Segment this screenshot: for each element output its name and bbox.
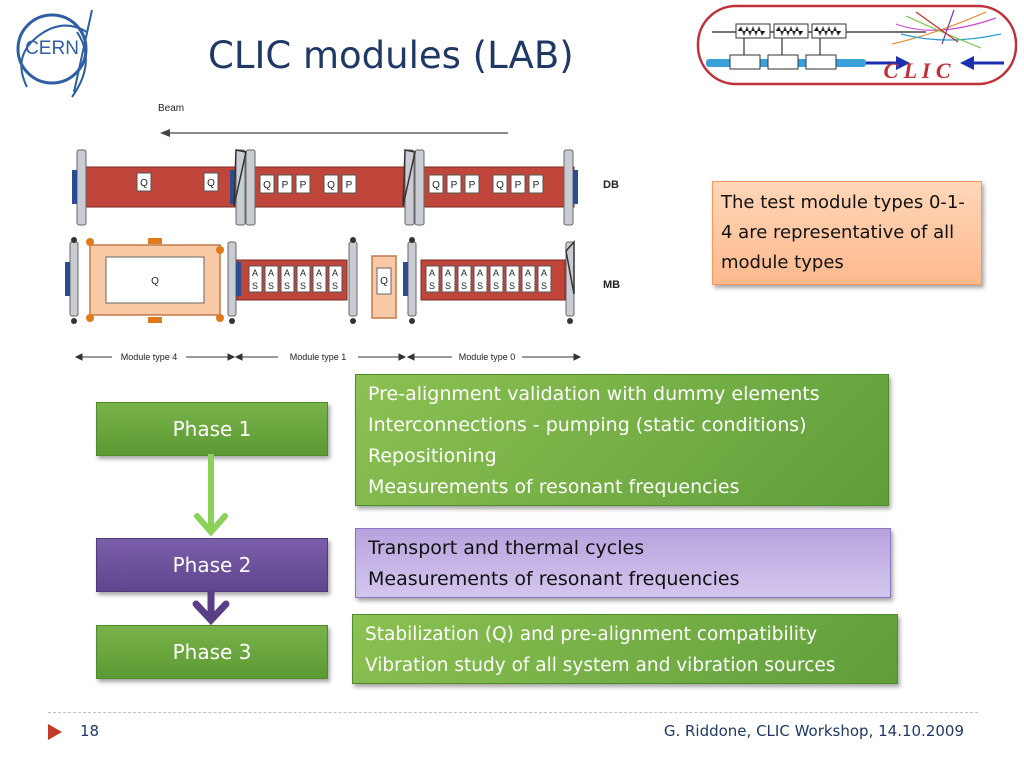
- db-quad-5: Q: [432, 180, 440, 191]
- phase-3-description: Stabilization (Q) and pre-alignment comp…: [352, 614, 898, 684]
- svg-text:A: A: [332, 268, 338, 278]
- svg-text:S: S: [461, 281, 467, 291]
- svg-text:S: S: [525, 281, 531, 291]
- svg-text:A: A: [268, 268, 274, 278]
- db-pets-1: P: [282, 180, 289, 191]
- svg-text:S: S: [316, 281, 322, 291]
- svg-text:S: S: [332, 281, 338, 291]
- svg-text:A: A: [493, 268, 499, 278]
- phase-3-line-1: Stabilization (Q) and pre-alignment comp…: [365, 624, 818, 645]
- db-quad-2: Q: [207, 178, 215, 189]
- phase-1-line-1: Pre-alignment validation with dummy elem…: [368, 383, 820, 405]
- db-pets-4: P: [451, 180, 458, 191]
- module-type-4-label: Module type 4: [121, 352, 178, 362]
- db-label: DB: [603, 179, 619, 191]
- footer-credit: G. Riddone, CLIC Workshop, 14.10.2009: [663, 722, 964, 740]
- svg-text:S: S: [300, 281, 306, 291]
- svg-text:A: A: [300, 268, 306, 278]
- db-quad-4: Q: [327, 180, 335, 191]
- svg-text:A: A: [477, 268, 483, 278]
- phase-1-line-3: Repositioning: [368, 445, 497, 467]
- svg-text:A: A: [316, 268, 322, 278]
- db-quad-1: Q: [140, 178, 148, 189]
- db-pets-5: P: [469, 180, 476, 191]
- phase-2-box: Phase 2: [96, 538, 328, 592]
- phase-3-label: Phase 3: [172, 640, 252, 664]
- phase-3-line-2: Vibration study of all system and vibrat…: [365, 655, 836, 676]
- module-type-0-label: Module type 0: [459, 352, 516, 362]
- db-pets-2: P: [300, 180, 307, 191]
- phase-1-line-2: Interconnections - pumping (static condi…: [368, 414, 807, 436]
- clic-logo-text: C L I C: [883, 58, 950, 83]
- cern-logo-text: CERN: [25, 38, 79, 59]
- mb-quad-2: Q: [380, 276, 388, 287]
- svg-text:A: A: [525, 268, 531, 278]
- footer-arrow-icon: [48, 724, 62, 740]
- slide-title: CLIC modules (LAB): [208, 34, 574, 77]
- svg-text:S: S: [509, 281, 515, 291]
- module-type-1-label: Module type 1: [290, 352, 347, 362]
- svg-text:A: A: [461, 268, 467, 278]
- module-type-dimensions: [74, 353, 582, 361]
- arrow-phase1-to-phase2: [194, 454, 228, 537]
- beam-label: Beam: [158, 103, 184, 114]
- as-units-module1: AS AS AS AS AS AS: [248, 265, 343, 293]
- clic-logo: C L I C: [696, 4, 1018, 86]
- db-quad-3: Q: [263, 180, 271, 191]
- module-diagram: Beam Q Q Q P P Q P Q P P Q P P: [65, 103, 620, 362]
- phase-2-line-2: Measurements of resonant frequencies: [368, 568, 740, 590]
- phase-1-description: Pre-alignment validation with dummy elem…: [355, 374, 889, 506]
- svg-text:S: S: [445, 281, 451, 291]
- db-pets-3: P: [346, 180, 353, 191]
- mb-label: MB: [603, 279, 620, 291]
- svg-text:S: S: [429, 281, 435, 291]
- phase-3-box: Phase 3: [96, 625, 328, 679]
- phase-2-line-1: Transport and thermal cycles: [368, 537, 645, 559]
- db-row: Q Q Q P P Q P Q P P Q P P: [72, 149, 578, 226]
- svg-text:A: A: [541, 268, 547, 278]
- db-pets-7: P: [533, 180, 540, 191]
- arrow-phase2-to-phase3: [192, 590, 230, 626]
- svg-text:A: A: [509, 268, 515, 278]
- svg-text:S: S: [541, 281, 547, 291]
- phase-2-description: Transport and thermal cycles Measurement…: [355, 528, 891, 598]
- mb-quad-1: Q: [151, 276, 159, 287]
- svg-text:S: S: [477, 281, 483, 291]
- db-pets-6: P: [515, 180, 522, 191]
- cern-logo: CERN: [16, 9, 93, 98]
- svg-text:S: S: [252, 281, 258, 291]
- mb-row: Q Q AS AS AS AS AS AS AS AS AS AS AS: [65, 237, 575, 324]
- footer-divider: [48, 712, 978, 713]
- phase-1-box: Phase 1: [96, 402, 328, 456]
- svg-text:A: A: [252, 268, 258, 278]
- svg-text:S: S: [284, 281, 290, 291]
- info-box: The test module types 0-1-4 are represen…: [712, 181, 982, 285]
- svg-text:A: A: [284, 268, 290, 278]
- svg-text:S: S: [493, 281, 499, 291]
- phase-1-line-4: Measurements of resonant frequencies: [368, 476, 740, 498]
- db-quad-6: Q: [496, 180, 504, 191]
- svg-text:A: A: [445, 268, 451, 278]
- phase-2-label: Phase 2: [172, 553, 252, 577]
- as-units-module0: AS AS AS AS AS AS AS AS: [425, 265, 552, 293]
- svg-text:S: S: [268, 281, 274, 291]
- svg-text:A: A: [429, 268, 435, 278]
- page-number: 18: [80, 722, 100, 740]
- phase-1-label: Phase 1: [172, 417, 252, 441]
